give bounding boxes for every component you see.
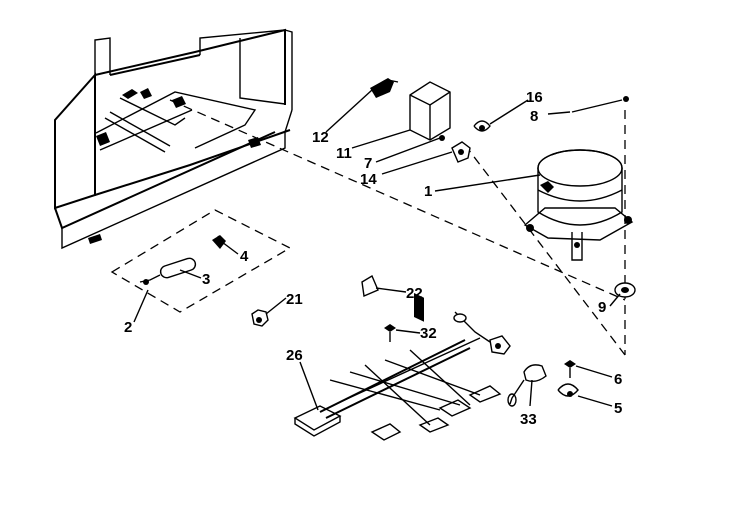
part-14-overload — [451, 141, 471, 163]
callout-8: 8 — [530, 108, 538, 125]
part-3-capacitor — [139, 257, 197, 285]
callout-5: 5 — [614, 400, 622, 417]
part-22-bracket — [361, 274, 379, 298]
leader-lines — [133, 89, 621, 411]
part-1-compressor — [523, 149, 634, 261]
callout-11: 11 — [336, 145, 352, 162]
part-11-relay-box — [409, 81, 451, 322]
callout-4: 4 — [240, 248, 249, 265]
part-12-clip — [370, 78, 399, 98]
callout-7: 7 — [364, 155, 372, 172]
part-26-wiring-harness — [293, 311, 511, 441]
cabinet-base — [54, 28, 293, 250]
part-32-screw — [384, 324, 396, 342]
callout-14: 14 — [360, 171, 377, 188]
part-2-group-box — [110, 209, 292, 313]
alignment-dashes — [169, 99, 626, 356]
part-5-clamp — [557, 383, 579, 397]
part-8-wire — [571, 96, 629, 113]
part-9-grommet — [614, 282, 636, 298]
callout-22: 22 — [406, 285, 423, 302]
callout-12: 12 — [312, 129, 329, 146]
callout-3: 3 — [202, 271, 210, 288]
callout-labels: 1 2 3 4 5 6 7 8 9 11 12 14 16 21 22 26 3… — [124, 89, 622, 428]
callout-1: 1 — [424, 183, 432, 200]
part-7-terminal — [439, 135, 445, 141]
callout-33: 33 — [520, 411, 537, 428]
callout-9: 9 — [598, 299, 606, 316]
callout-32: 32 — [420, 325, 437, 342]
part-6-screw — [564, 360, 576, 378]
part-4-clip — [212, 235, 226, 249]
part-16-clip — [473, 120, 491, 132]
callout-6: 6 — [614, 371, 622, 388]
callout-26: 26 — [286, 347, 303, 364]
callout-16: 16 — [526, 89, 543, 106]
callout-21: 21 — [286, 291, 303, 308]
part-21-nut — [251, 309, 269, 327]
callout-2: 2 — [124, 319, 132, 336]
part-33-capacitor — [507, 364, 547, 407]
